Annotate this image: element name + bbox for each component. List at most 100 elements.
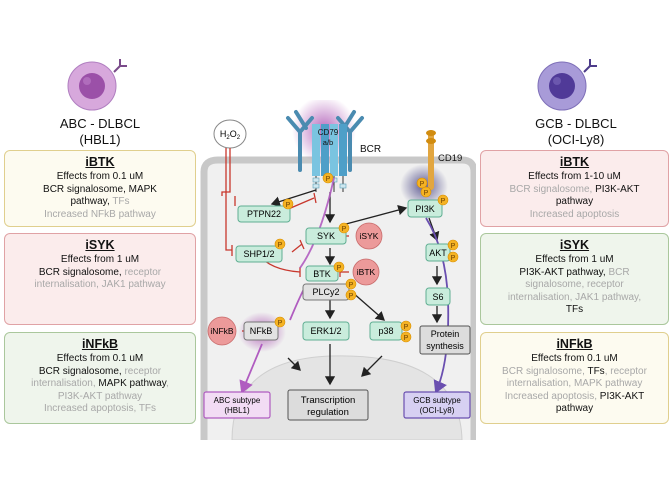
signaling-diagram: CD79 a/b BCR P CD19 H2O2 (200, 100, 476, 440)
left-card-heading: iNFkB (81, 337, 119, 351)
right-card-line: Effects from 0.1 uM (485, 353, 664, 366)
node-shp12: SHP1/2 P (235, 238, 286, 263)
card-text-segment: Increased apoptosis (529, 208, 620, 220)
right-card-line: pathway (485, 403, 664, 416)
abc-dlbcl-title: ABC - DLBCL (HBL1) (20, 116, 180, 148)
node-nfkb: NFkB P (243, 316, 286, 341)
node-erk12: ERK1/2 (302, 321, 350, 341)
node-syk: SYK P (305, 222, 350, 245)
card-text-segment: BCR signalosome, (38, 365, 125, 377)
left-card-line: Increased NFkB pathway (9, 209, 191, 222)
card-text-segment: Effects from 0.1 uM (56, 353, 144, 364)
infkb-label: iNFkB (210, 326, 233, 336)
bcr-phospho-circle (322, 172, 334, 184)
inhibition-lines (221, 148, 349, 336)
card-text-segment: Effects from 1 uM (535, 254, 614, 265)
inhibitor-isyk: iSYK (355, 222, 383, 250)
nfkb-label: NFkB (250, 326, 273, 336)
card-text-segment: , receptor (604, 365, 647, 377)
inhibitor-ibtk: iBTK (352, 258, 380, 286)
card-text-segment: PI3K-AKT pathway, (519, 266, 609, 278)
card-text-segment: internalisation, JAK1 pathway, (507, 291, 642, 303)
left-card-heading: iBTK (85, 155, 115, 169)
card-text-segment: signalosome, receptor (525, 279, 624, 290)
gcb-subtype-line2: (OCI-Ly8) (420, 406, 455, 415)
bcr-phospho-label: P (326, 176, 331, 183)
card-text-segment: Effects from 0.1 uM (531, 353, 618, 364)
card-text-segment: TFs (565, 304, 584, 315)
node-gcb-subtype: GCB subtype (OCI-Ly8) (403, 391, 471, 419)
gcb-dlbcl-title: GCB - DLBCL (OCI-Ly8) (496, 116, 656, 148)
card-text-segment: BCR signalosome, (509, 183, 596, 195)
right-card-line: Effects from 1 uM (485, 254, 664, 267)
card-text-segment: pathway, (70, 196, 113, 207)
node-akt: AKT P P (425, 239, 459, 263)
erk12-label: ERK1/2 (310, 326, 341, 336)
pi3k-label: PI3K (415, 204, 435, 214)
protein-synthesis-line2: synthesis (426, 341, 464, 351)
right-card-line: TFs (485, 304, 664, 317)
left-card-line: PI3K-AKT pathway (9, 391, 191, 404)
abc-subtype-line2: (HBL1) (224, 406, 250, 415)
right-card-heading: iBTK (559, 155, 590, 169)
card-text-segment: PI3K-AKT (599, 390, 645, 402)
protein-synthesis-line1: Protein (431, 329, 460, 339)
nfkb-phospho: P (278, 320, 283, 327)
card-text-segment: MAPK pathway (98, 378, 167, 389)
card-text-segment: pathway (555, 196, 594, 207)
transcription-line2: regulation (307, 407, 349, 418)
p38-label: p38 (378, 326, 393, 336)
bcr-label: BCR (360, 144, 381, 155)
ptpn22-label: PTPN22 (247, 209, 281, 219)
left-card-line: Effects from 1 uM (9, 254, 191, 267)
left-card-line: BCR signalosome, receptor (9, 366, 191, 379)
bcr-receptor (286, 110, 364, 172)
p38-phospho-2: P (404, 335, 409, 342)
h2o2-label: H2O2 (220, 129, 241, 141)
ptpn22-phospho: P (286, 202, 291, 209)
shp12-phospho: P (278, 242, 283, 249)
card-text-segment: pathway (555, 403, 594, 414)
abc-dlbcl-cell-icon (60, 56, 140, 116)
node-transcription-regulation: Transcription regulation (287, 389, 369, 421)
node-ptpn22: PTPN22 P (237, 198, 294, 223)
left-card-line: Increased apoptosis, TFs (9, 403, 191, 416)
abc-subtype-line1: ABC subtype (214, 396, 261, 405)
card-text-segment: Increased apoptosis, (504, 390, 600, 402)
node-abc-subtype: ABC subtype (HBL1) (203, 391, 271, 419)
left-card-line: Effects from 0.1 uM (9, 353, 191, 366)
card-text-segment: BCR signalosome, MAPK (43, 183, 157, 195)
plcy2-phospho-2: P (349, 293, 354, 300)
card-text-segment: internalisation, JAK1 pathway (34, 279, 166, 290)
card-text-segment: internalisation, (31, 378, 99, 389)
gcb-subtype-line1: GCB subtype (413, 396, 461, 405)
right-card-line: Increased apoptosis (485, 209, 664, 222)
cd79-ab (312, 124, 347, 176)
inhibitor-infkb: iNFkB (207, 316, 237, 346)
cd19-label: CD19 (438, 153, 462, 164)
cd79-sub-label: a/b (323, 138, 333, 147)
s6-label: S6 (432, 292, 443, 302)
left-card-line: internalisation, JAK1 pathway (9, 279, 191, 292)
node-p38: p38 P P (369, 320, 412, 343)
card-text-segment: PI3K-AKT (595, 183, 640, 195)
node-plcy2: PLCy2 P P (302, 278, 357, 301)
ibtk-label: iBTK (357, 267, 376, 277)
card-text-segment: Effects from 1 uM (60, 254, 140, 265)
card-text-segment: receptor (124, 365, 162, 377)
left-card-heading: iSYK (85, 238, 115, 252)
card-text-segment: , (166, 378, 169, 389)
right-card-heading: iSYK (559, 238, 590, 252)
plcy2-phospho-1: P (349, 282, 354, 289)
card-text-segment: internalisation, MAPK pathway (506, 378, 643, 389)
gcb-dlbcl-cell-icon (530, 56, 610, 116)
btk-phospho: P (337, 265, 342, 272)
abc-title-line1: ABC - DLBCL (59, 116, 141, 131)
isyk-label: iSYK (360, 231, 379, 241)
right-card-line: internalisation, MAPK pathway (485, 378, 664, 391)
card-text-segment: Effects from 0.1 uM (56, 171, 144, 182)
